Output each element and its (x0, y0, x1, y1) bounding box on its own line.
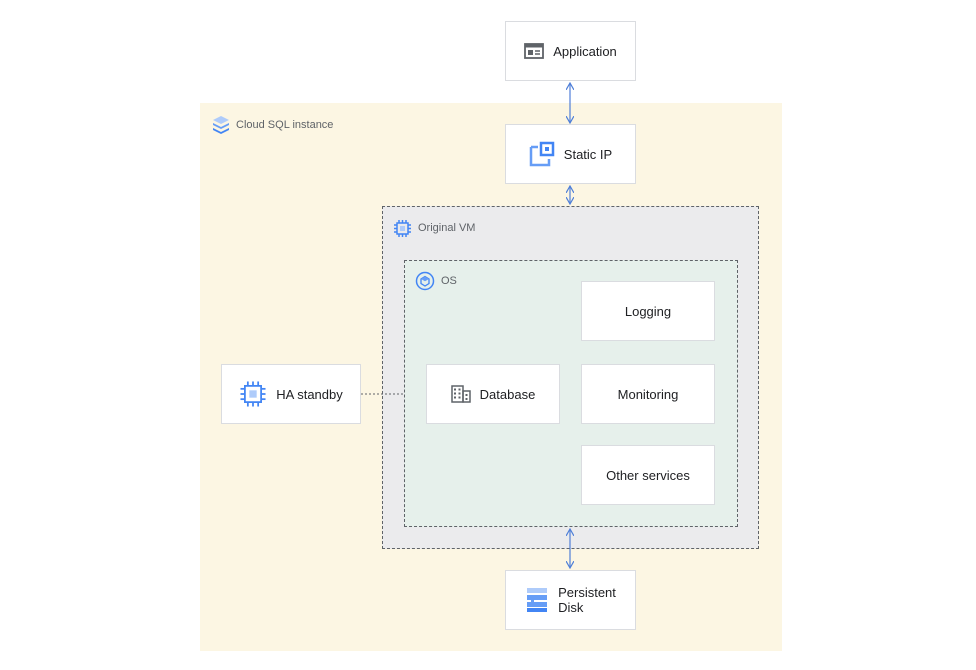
database-node: Database (426, 364, 560, 424)
original-vm-label: Original VM (393, 218, 475, 238)
persistent-disk-icon (525, 587, 549, 613)
other-services-label: Other services (606, 467, 690, 483)
persistent-disk-label-line1: Persistent (558, 585, 616, 600)
original-vm-text: Original VM (418, 222, 476, 234)
persistent-disk-node: Persistent Disk (505, 570, 636, 630)
os-text: OS (441, 275, 457, 287)
os-label: OS (415, 271, 457, 291)
application-label: Application (553, 43, 617, 59)
compute-engine-icon (239, 380, 267, 408)
persistent-disk-label-line2: Disk (558, 600, 584, 615)
persistent-disk-label: Persistent Disk (558, 585, 616, 615)
cloud-sql-instance-label: Cloud SQL instance (212, 115, 333, 135)
application-window-icon (524, 43, 545, 59)
logging-label: Logging (624, 303, 672, 319)
cloud-sql-icon (212, 115, 230, 135)
database-building-icon (450, 385, 471, 403)
application-node: Application (505, 21, 636, 81)
static-ip-node: Static IP (505, 124, 636, 184)
logging-node: Logging (581, 281, 715, 341)
monitoring-label: Monitoring (617, 386, 679, 402)
ha-standby-label: HA standby (276, 386, 343, 402)
os-icon (415, 271, 435, 291)
static-ip-label: Static IP (563, 146, 613, 162)
ha-standby-node: HA standby (221, 364, 361, 424)
cloud-sql-instance-text: Cloud SQL instance (236, 119, 334, 131)
database-label: Database (479, 386, 536, 402)
static-ip-icon (529, 141, 555, 167)
other-services-node: Other services (581, 445, 715, 505)
monitoring-node: Monitoring (581, 364, 715, 424)
compute-engine-icon (393, 219, 412, 238)
